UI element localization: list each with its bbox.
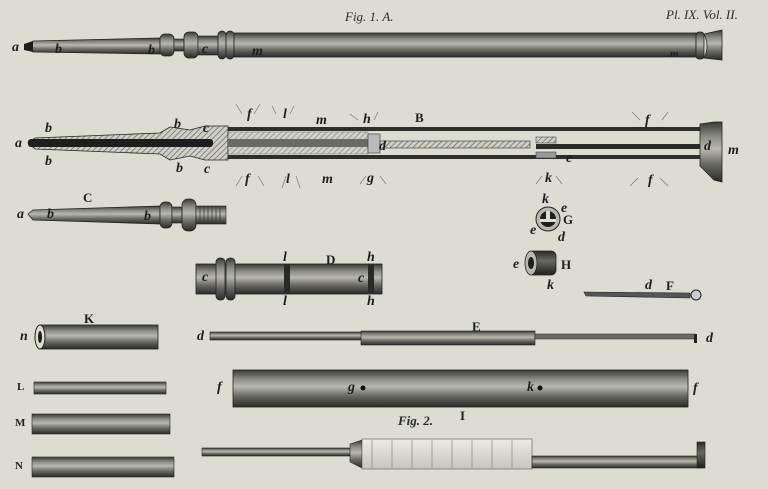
label-n: n bbox=[20, 329, 28, 344]
figure-b-section-view bbox=[27, 103, 723, 189]
label-b: b bbox=[176, 161, 183, 176]
figure-i-caption: I bbox=[460, 408, 466, 423]
label-a: a bbox=[17, 207, 24, 222]
figure-k-caption: K bbox=[84, 311, 95, 326]
label-h: h bbox=[367, 250, 375, 265]
label-k: k bbox=[527, 380, 534, 395]
label-b: b bbox=[55, 42, 62, 57]
figure-k-tube bbox=[34, 324, 159, 350]
figure-i-tube bbox=[232, 369, 689, 408]
label-f: f bbox=[247, 107, 252, 122]
figure-a-assembled-instrument bbox=[24, 29, 723, 61]
label-f: f bbox=[693, 381, 698, 396]
figure-c-caption: C bbox=[83, 190, 93, 205]
figure-c-point-piece bbox=[27, 198, 227, 232]
figure-l-caption: L bbox=[17, 381, 25, 393]
label-l: l bbox=[283, 294, 287, 309]
label-e: e bbox=[566, 151, 573, 166]
figure-e-caption: E bbox=[472, 319, 481, 334]
label-a: a bbox=[12, 40, 19, 55]
label-b: b bbox=[148, 43, 155, 58]
fig2-title: Fig. 2. bbox=[398, 413, 434, 428]
figure-m-caption: M bbox=[15, 417, 26, 429]
label-c: c bbox=[202, 270, 209, 285]
figure-h-ring bbox=[524, 250, 557, 276]
label-f: f bbox=[648, 173, 653, 188]
label-m: m bbox=[316, 113, 327, 128]
label-e: e bbox=[513, 257, 520, 272]
label-m: m bbox=[728, 143, 739, 158]
label-b: b bbox=[174, 117, 181, 132]
label-k: k bbox=[542, 192, 549, 207]
label-e: e bbox=[561, 201, 568, 216]
figure-n-rod bbox=[31, 456, 175, 478]
label-c: c bbox=[204, 162, 211, 177]
label-k: k bbox=[545, 171, 552, 186]
label-g: g bbox=[367, 171, 374, 186]
figure-g-caption: G bbox=[563, 212, 574, 227]
label-b: b bbox=[45, 154, 52, 169]
label-l: l bbox=[283, 250, 287, 265]
label-h: h bbox=[367, 294, 375, 309]
label-b: b bbox=[144, 209, 151, 224]
label-f: f bbox=[217, 380, 222, 395]
figure-d-caption: D bbox=[326, 252, 336, 267]
label-d: d bbox=[704, 139, 711, 154]
figure-e-rod bbox=[209, 330, 697, 346]
label-c: c bbox=[358, 271, 365, 286]
label-d: d bbox=[197, 329, 204, 344]
figure-d-collar-tube bbox=[195, 257, 383, 301]
plate-reference: Pl. IX. Vol. II. bbox=[666, 7, 738, 22]
label-l: l bbox=[283, 107, 287, 122]
figure-m-rod bbox=[31, 413, 171, 435]
fig1-title: Fig. 1. A. bbox=[345, 9, 394, 24]
label-d: d bbox=[379, 139, 386, 154]
label-h: h bbox=[363, 112, 371, 127]
figure-l-rod bbox=[33, 381, 167, 395]
label-c: c bbox=[202, 42, 209, 57]
figure-f-wire bbox=[583, 289, 702, 301]
label-f: f bbox=[645, 113, 650, 128]
figure-f-caption: F bbox=[666, 278, 674, 293]
label-l: l bbox=[286, 172, 290, 187]
figure-n-caption: N bbox=[15, 460, 23, 472]
label-a: a bbox=[15, 136, 22, 151]
figure-2-wound-rod bbox=[201, 438, 706, 470]
figure-b-caption: B bbox=[415, 110, 424, 125]
label-b: b bbox=[45, 121, 52, 136]
figure-g-end-view bbox=[535, 206, 561, 232]
label-g: g bbox=[348, 380, 355, 395]
label-f: f bbox=[245, 172, 250, 187]
label-k: k bbox=[547, 278, 554, 293]
label-d: d bbox=[706, 331, 713, 346]
label-c: c bbox=[203, 121, 210, 136]
label-b: b bbox=[47, 207, 54, 222]
label-d: d bbox=[645, 278, 652, 293]
label-m: m bbox=[252, 44, 263, 59]
label-d: d bbox=[558, 230, 565, 245]
figure-h-caption: H bbox=[561, 257, 572, 272]
label-e: e bbox=[530, 223, 537, 238]
label-m: m bbox=[670, 48, 679, 60]
label-m: m bbox=[322, 172, 333, 187]
